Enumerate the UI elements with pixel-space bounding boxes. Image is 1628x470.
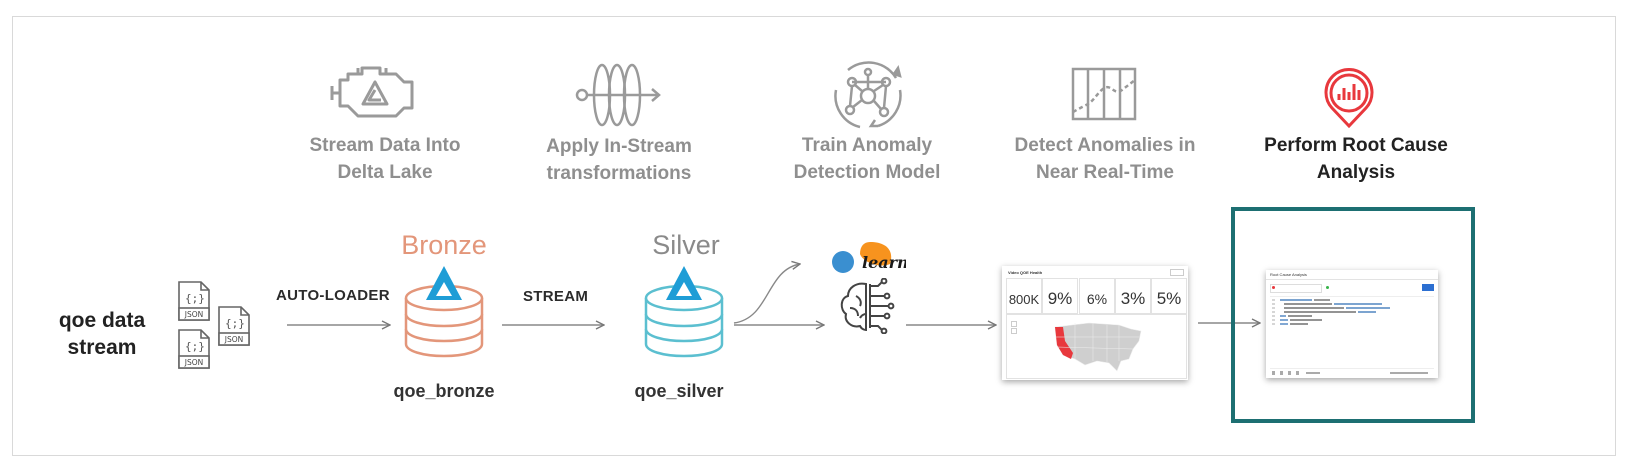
svg-text:learn: learn — [862, 253, 906, 272]
diagram-frame — [12, 16, 1616, 456]
engine-icon — [330, 66, 414, 118]
anomaly-chart-icon — [1071, 67, 1137, 121]
dashboard-menu-button — [1170, 269, 1184, 276]
bronze-table-name: qoe_bronze — [393, 381, 495, 401]
svg-text:{;}: {;} — [185, 340, 205, 353]
bronze-database-icon — [404, 266, 484, 358]
dashboard-screenshot: Video QOE Health 800K 9% 6% 3% 5% — [1002, 266, 1188, 380]
rca-tab-title: Root Cause Analysis — [1270, 272, 1307, 277]
silver-tier-label: Silver — [652, 230, 720, 260]
svg-text:{;}: {;} — [185, 292, 205, 305]
sklearn-logo: learn — [832, 242, 906, 273]
map-panel — [1006, 314, 1187, 379]
neural-network-icon — [834, 61, 902, 129]
json-file-icon: {;} JSON — [178, 281, 210, 321]
autoloader-label: AUTO-LOADER — [276, 287, 390, 304]
rca-dropdown — [1270, 284, 1322, 293]
kpi-card: 3% — [1115, 278, 1151, 314]
root-cause-pin-icon — [1324, 68, 1374, 129]
dashboard-title: Video QOE Health — [1008, 270, 1043, 275]
bronze-tier-label: Bronze — [401, 230, 487, 260]
stream-label: STREAM — [523, 288, 589, 305]
kpi-card: 9% — [1042, 278, 1078, 314]
json-file-icon: {;} JSON — [218, 306, 250, 346]
rca-highlight-frame — [1231, 207, 1475, 423]
kpi-card: 5% — [1151, 278, 1187, 314]
silver-database-icon — [644, 266, 724, 358]
us-map — [1054, 322, 1142, 372]
svg-text:JSON: JSON — [184, 358, 204, 367]
svg-text:JSON: JSON — [224, 335, 244, 344]
brain-circuit-icon — [840, 278, 895, 334]
stream-transform-icon — [575, 63, 661, 127]
svg-text:{;}: {;} — [225, 317, 245, 330]
rca-code-lines — [1272, 299, 1390, 325]
kpi-card: 800K — [1006, 278, 1042, 314]
json-file-icon: {;} JSON — [178, 329, 210, 369]
silver-table-name: qoe_silver — [634, 381, 724, 401]
kpi-card: 6% — [1079, 278, 1115, 314]
rca-run-button — [1422, 284, 1434, 291]
svg-text:JSON: JSON — [184, 310, 204, 319]
rca-notebook-screenshot: Root Cause Analysis — [1266, 270, 1438, 378]
rca-footer-icons — [1272, 371, 1428, 375]
